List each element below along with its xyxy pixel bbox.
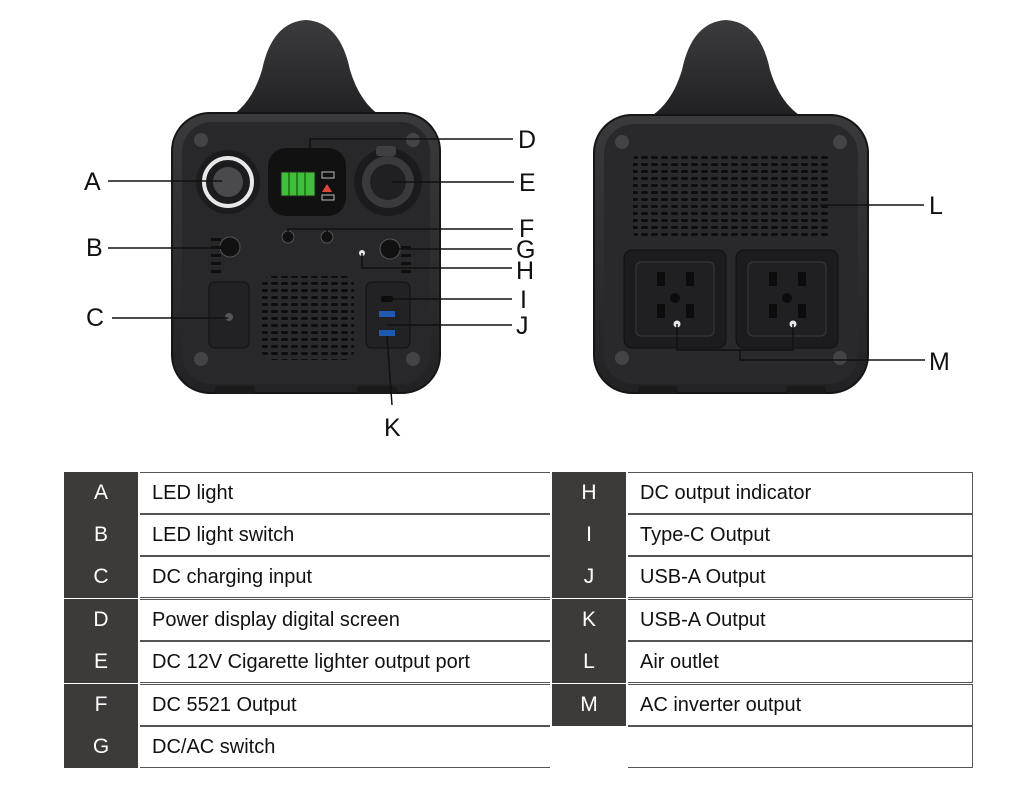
front-view bbox=[171, 20, 441, 394]
legend-key: B bbox=[64, 514, 138, 556]
callout-k: K bbox=[384, 414, 401, 442]
callout-g: G bbox=[516, 236, 535, 264]
legend-label: Power display digital screen bbox=[140, 599, 550, 641]
legend-label: Type-C Output bbox=[628, 514, 973, 556]
legend-label: DC output indicator bbox=[628, 472, 973, 514]
front-vent bbox=[262, 276, 354, 360]
legend-label: USB-A Output bbox=[628, 599, 973, 641]
dc-charging-input bbox=[208, 281, 250, 349]
callout-c: C bbox=[86, 304, 104, 332]
legend-key: G bbox=[64, 726, 138, 768]
led-light-icon bbox=[196, 150, 260, 214]
legend-label: LED light bbox=[140, 472, 550, 514]
legend-label: DC 5521 Output bbox=[140, 684, 550, 726]
legend-key: E bbox=[64, 641, 138, 683]
legend-key: A bbox=[64, 472, 138, 514]
callout-l: L bbox=[929, 192, 943, 220]
callout-h: H bbox=[516, 257, 534, 285]
callout-i: I bbox=[520, 286, 527, 314]
legend-label: DC 12V Cigarette lighter output port bbox=[140, 641, 550, 683]
legend-key: L bbox=[552, 641, 626, 683]
legend-key: J bbox=[552, 556, 626, 598]
front-handle bbox=[220, 20, 392, 122]
legend-key: H bbox=[552, 472, 626, 514]
legend-key: K bbox=[552, 599, 626, 641]
legend-label: DC/AC switch bbox=[140, 726, 550, 768]
legend-key: M bbox=[552, 684, 626, 726]
legend-key: F bbox=[64, 684, 138, 726]
callout-m: M bbox=[929, 348, 950, 376]
back-handle bbox=[640, 20, 812, 122]
callout-f: F bbox=[519, 215, 534, 243]
legend-key: D bbox=[64, 599, 138, 641]
callout-b: B bbox=[86, 234, 103, 262]
led-switch-button bbox=[219, 236, 241, 258]
legend-label: AC inverter output bbox=[628, 684, 973, 726]
air-outlet-vent bbox=[633, 153, 829, 239]
back-view bbox=[593, 20, 869, 394]
leader-lines bbox=[108, 138, 514, 406]
callout-j: J bbox=[516, 312, 529, 340]
cigarette-lighter-port bbox=[354, 146, 422, 216]
power-display-screen bbox=[268, 148, 346, 216]
product-diagram: A B C D E F G H I J K L M bbox=[84, 20, 950, 442]
legend-label: Air outlet bbox=[628, 641, 973, 683]
callout-a: A bbox=[84, 168, 101, 196]
ac-outlet-right bbox=[735, 249, 839, 349]
usb-panel bbox=[365, 281, 411, 349]
callout-d: D bbox=[518, 126, 536, 154]
callout-e: E bbox=[519, 169, 536, 197]
legend-key: C bbox=[64, 556, 138, 598]
legend-label: DC charging input bbox=[140, 556, 550, 598]
ac-outlet-left bbox=[623, 249, 727, 349]
legend-key: I bbox=[552, 514, 626, 556]
legend-label: USB-A Output bbox=[628, 556, 973, 598]
leader-lines-back bbox=[676, 204, 925, 361]
legend-label: LED light switch bbox=[140, 514, 550, 556]
legend-label bbox=[628, 726, 973, 768]
